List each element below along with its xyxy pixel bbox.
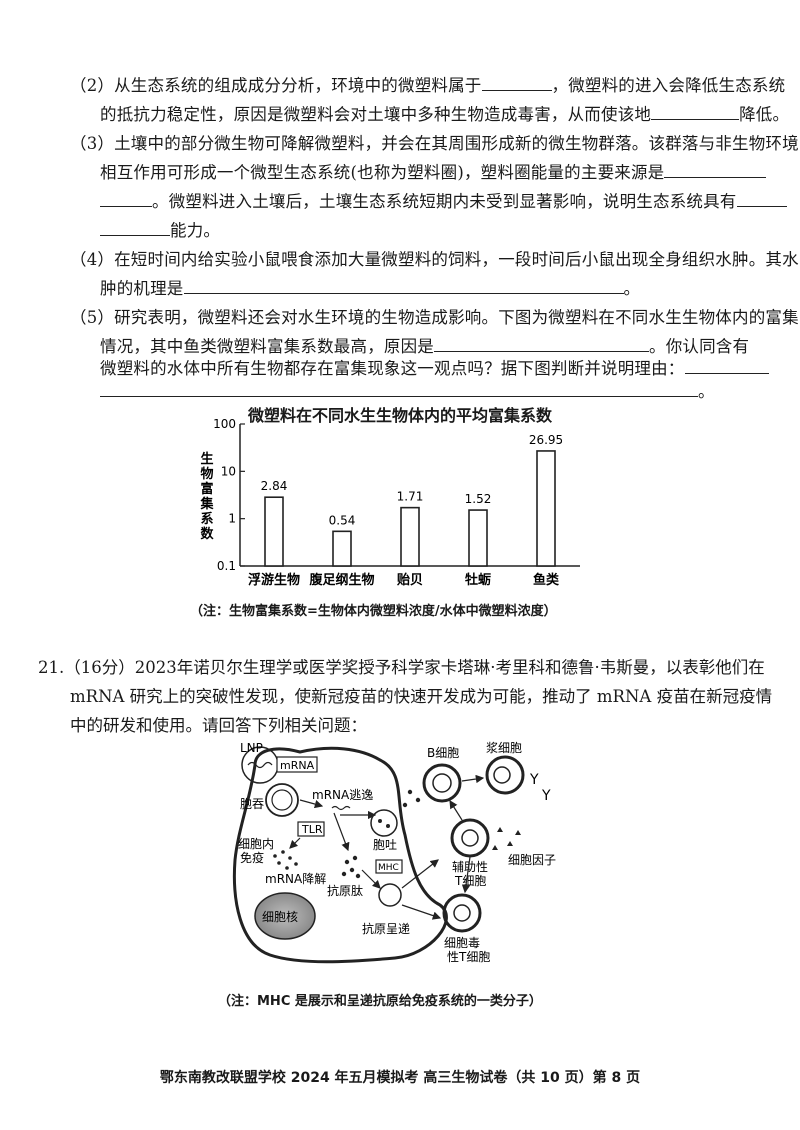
chart-title: 微塑料在不同水生生物体内的平均富集系数 bbox=[247, 406, 552, 425]
degrade-label: mRNA降解 bbox=[265, 872, 326, 886]
y-tick-label: 10 bbox=[221, 464, 236, 478]
endocytosis-label: 胞吞 bbox=[240, 797, 264, 811]
q21-line2: mRNA 研究上的突破性发现，使新冠疫苗的快速开发成为可能，推动了 mRNA 疫… bbox=[70, 687, 773, 706]
y-tick-label: 0.1 bbox=[217, 559, 236, 573]
q5-line3: 微塑料的水体中所有生物都存在富集现象这一观点吗？据下图判断并说明理由： bbox=[100, 355, 769, 379]
mhc-vesicle bbox=[378, 883, 402, 907]
answer-blank[interactable] bbox=[183, 279, 624, 294]
chart-note: （注：生物富集系数=生物体内微塑料浓度/水体中微塑料浓度） bbox=[190, 604, 557, 619]
x-tick-label: 牡蛎 bbox=[465, 572, 491, 588]
x-tick-label: 贻贝 bbox=[397, 572, 423, 588]
y-tick-label: 1 bbox=[228, 512, 236, 526]
bar bbox=[536, 450, 556, 567]
plasma-cell-label: 浆细胞 bbox=[486, 740, 522, 755]
y-tick-label: 100 bbox=[213, 417, 236, 431]
lnp-label: LNP bbox=[240, 741, 263, 755]
answer-blank[interactable] bbox=[434, 337, 649, 352]
q5-line4: 。 bbox=[100, 378, 715, 402]
y-axis-label: 集 bbox=[199, 496, 214, 512]
nucleus bbox=[254, 892, 316, 940]
answer-blank[interactable] bbox=[664, 163, 767, 178]
innate-label-2: 免疫 bbox=[240, 850, 264, 865]
q2-line2: 的抵抗力稳定性，原因是微塑料会对土壤中多种生物造成毒害，从而使该地降低。 bbox=[100, 105, 790, 124]
peptide-label: 抗原肽 bbox=[327, 883, 363, 898]
cytotoxic-t-label-1: 细胞毒 bbox=[444, 936, 480, 950]
cytokine-label: 细胞因子 bbox=[508, 853, 556, 867]
data-label: 0.54 bbox=[329, 513, 356, 527]
q21-line1: 21.（16分）2023年诺贝尔生理学或医学奖授予科学家卡塔琳·考里科和德鲁·韦… bbox=[38, 658, 765, 677]
exocytosis-label: 胞吐 bbox=[373, 838, 397, 852]
answer-blank[interactable] bbox=[100, 382, 698, 397]
y-axis-label: 生 bbox=[200, 451, 213, 467]
q2-line1: （2）从生态系统的组成成分分析，环境中的微塑料属于，微塑料的进入会降低生态系统 bbox=[70, 76, 786, 95]
mhc-label: MHC bbox=[378, 863, 399, 873]
diagram-note: （注：MHC 是展示和呈递抗原给免疫系统的一类分子） bbox=[218, 994, 542, 1009]
q5-line2: 情况，其中鱼类微塑料富集系数最高，原因是。你认同含有 bbox=[100, 337, 750, 356]
escape-label: mRNA逃逸 bbox=[312, 788, 373, 802]
bar bbox=[332, 530, 352, 567]
innate-label-1: 细胞内 bbox=[238, 837, 274, 851]
plasma-cell bbox=[485, 755, 525, 795]
helper-t-label-2: T细胞 bbox=[454, 874, 486, 888]
q3-line3: 。微塑料进入土壤后，土壤生态系统短期内未受到显著影响，说明生态系统具有 bbox=[100, 188, 787, 212]
bar bbox=[400, 506, 420, 567]
cytotoxic-t-cell bbox=[442, 893, 482, 933]
present-label: 抗原呈递 bbox=[362, 921, 410, 936]
b-cell-label: B细胞 bbox=[427, 746, 459, 760]
q3-line4: 能力。 bbox=[100, 217, 220, 241]
data-label: 26.95 bbox=[529, 433, 563, 447]
tlr-box bbox=[297, 821, 325, 837]
data-label: 1.71 bbox=[397, 490, 424, 504]
q5-line1: （5）研究表明，微塑料还会对水生环境的生物造成影响。下图为微塑料在不同水生生物体… bbox=[70, 308, 799, 327]
cytotoxic-t-label-2: 性T细胞 bbox=[447, 950, 490, 964]
nucleus-label: 细胞核 bbox=[262, 910, 298, 924]
answer-blank[interactable] bbox=[100, 221, 170, 236]
helper-t-cell bbox=[450, 818, 490, 858]
x-tick-label: 鱼类 bbox=[533, 572, 560, 588]
exocytosis-vesicle bbox=[370, 809, 398, 837]
helper-t-label-1: 辅助性 bbox=[452, 860, 488, 874]
x-tick-label: 腹足纲生物 bbox=[309, 572, 374, 588]
q4-line2: 肿的机理是。 bbox=[100, 279, 641, 298]
mhc-box bbox=[375, 859, 403, 874]
tlr-label: TLR bbox=[301, 823, 323, 836]
antibody-icon: Y bbox=[529, 772, 539, 788]
mrna-box bbox=[276, 756, 318, 773]
y-axis-label: 数 bbox=[200, 526, 214, 542]
answer-blank[interactable] bbox=[651, 105, 740, 120]
data-label: 2.84 bbox=[261, 479, 288, 493]
q21-line3: 中的研发和使用。请回答下列相关问题： bbox=[70, 716, 367, 735]
y-axis-label: 物 bbox=[200, 466, 213, 482]
page-footer: 鄂东南教改联盟学校 2024 年五月模拟考 高三生物试卷（共 10 页）第 8 … bbox=[159, 1070, 641, 1086]
answer-blank[interactable] bbox=[481, 76, 552, 91]
x-tick-label: 浮游生物 bbox=[248, 572, 300, 588]
q3-line2: 相互作用可形成一个微型生态系统(也称为塑料圈)，塑料圈能量的主要来源是 bbox=[100, 159, 767, 183]
answer-blank[interactable] bbox=[684, 359, 769, 374]
data-label: 1.52 bbox=[465, 492, 492, 506]
y-axis-label: 富 bbox=[200, 481, 213, 497]
bar bbox=[264, 496, 284, 567]
y-axis-label: 系 bbox=[200, 511, 213, 527]
mrna-label: mRNA bbox=[280, 759, 315, 772]
antibody-icon: Y bbox=[541, 788, 551, 804]
answer-blank[interactable] bbox=[736, 192, 787, 207]
q3-line1: （3）土壤中的部分微生物可降解微塑料，并会在其周围形成新的微生物群落。该群落与非… bbox=[70, 134, 799, 153]
endosome bbox=[265, 783, 299, 817]
bar bbox=[468, 509, 488, 567]
answer-blank[interactable] bbox=[100, 192, 152, 207]
apc-cell-outline bbox=[232, 746, 448, 964]
b-cell bbox=[422, 763, 462, 803]
q4-line1: （4）在短时间内给实验小鼠喂食添加大量微塑料的饲料，一段时间后小鼠出现全身组织水… bbox=[70, 250, 799, 269]
